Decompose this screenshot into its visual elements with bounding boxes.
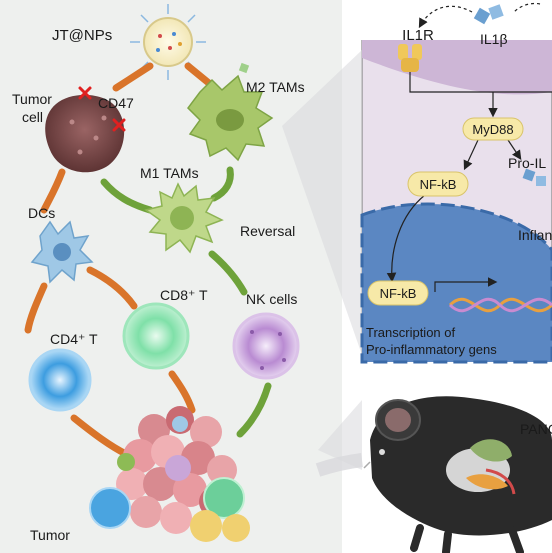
m2-tam-icon — [187, 62, 274, 162]
ligand-binding-arrow — [418, 5, 473, 29]
m1-to-tumor-arrow — [100, 178, 154, 214]
cell-membrane — [362, 40, 552, 95]
arrow-to-pro-il — [507, 139, 522, 160]
tumor-to-dc-arrow — [40, 168, 66, 214]
mouse-icon — [363, 396, 552, 553]
m1-tams-label: M1 TAMs — [140, 165, 199, 181]
tumor-cell-label-1: Tumor — [12, 91, 52, 107]
tumor-cell-label-2: cell — [22, 109, 43, 125]
m2-to-m1-arrow — [210, 166, 234, 202]
nk-cell-icon — [232, 312, 300, 380]
dc-icon — [30, 220, 94, 284]
il1b-ligand — [473, 4, 504, 25]
panc-label: PANC — [520, 421, 552, 437]
arrow-to-nucleus — [386, 194, 426, 283]
myd88-label: MyD88 — [472, 122, 513, 137]
ligand-dash-arrow — [513, 2, 541, 13]
cd8-t-cell-icon — [122, 302, 190, 370]
tumor-cell-icon — [45, 94, 125, 173]
receptor-line — [409, 72, 552, 93]
cd4-t-cell-icon — [28, 348, 92, 412]
il1r-receptor — [398, 44, 422, 72]
tumor-label: Tumor — [30, 527, 70, 543]
m1-to-nk-arrow — [208, 250, 248, 296]
transcription-arrow — [434, 277, 498, 292]
cd47-block-icon — [78, 86, 126, 132]
transcription-line-1: Transcription of — [366, 325, 455, 340]
inflam-label: Inflan — [518, 227, 552, 243]
cd47-label: CD47 — [98, 95, 134, 111]
nfkb-cytoplasm-label: NF-kB — [420, 177, 457, 192]
nanoparticle-label: JT@NPs — [52, 27, 112, 44]
arrow-to-nfkb — [463, 139, 479, 171]
np-to-tumor-arrow — [112, 62, 154, 92]
zoom-cone-bottom — [318, 400, 362, 470]
zoom-cone-top — [282, 50, 362, 355]
nfkb-nucleus-pill — [367, 280, 429, 306]
m1-tam-icon — [144, 182, 224, 254]
dcs-label: DCs — [28, 205, 55, 221]
np-to-m2-arrow — [184, 62, 214, 88]
nk-to-tumor-arrow — [236, 382, 272, 438]
nanoparticle-icon — [130, 4, 206, 80]
pro-il-label: Pro-IL — [508, 155, 546, 171]
myd88-pill — [462, 117, 524, 141]
cd4-t-label: CD4⁺ T — [50, 331, 98, 347]
dna-helix — [448, 297, 552, 313]
nfkb-nucleus-label: NF-kB — [380, 286, 417, 301]
cd8-to-tumor-arrow — [168, 370, 196, 414]
dc-to-cd4-arrow — [24, 282, 48, 334]
cd4-to-tumor-arrow — [70, 414, 130, 458]
cd8-t-label: CD8⁺ T — [160, 287, 208, 303]
m2-tams-label: M2 TAMs — [246, 79, 305, 95]
il1r-label: IL1R — [402, 27, 434, 44]
nfkb-cytoplasm-pill — [407, 171, 469, 197]
mouse-injection-cone — [315, 453, 363, 477]
dc-to-cd8-arrow — [86, 266, 138, 310]
transcription-line-2: Pro-inflammatory gens — [366, 342, 497, 357]
tumor-mass-icon — [89, 406, 250, 542]
pro-il-blocks — [522, 168, 546, 186]
reversal-label: Reversal — [240, 223, 295, 239]
il1b-label: IL1β — [480, 31, 508, 47]
nk-cells-label: NK cells — [246, 291, 297, 307]
